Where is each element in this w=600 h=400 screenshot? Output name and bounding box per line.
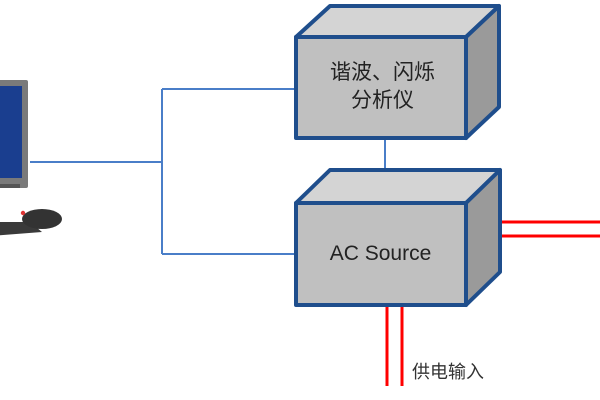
communication-lines: [30, 88, 386, 255]
analyzer-label-line1: 谐波、闪烁: [330, 60, 435, 84]
analyzer-label-line2: 分析仪: [351, 88, 414, 112]
mouse-button: [20, 210, 26, 216]
mouse-icon: [22, 209, 62, 229]
ac-source-label: AC Source: [329, 242, 432, 265]
analyzer-box[interactable]: [294, 4, 501, 140]
ac-source-box[interactable]: [294, 168, 502, 307]
desktop-computer-icon: [0, 80, 62, 236]
power-input-label: 供电输入: [412, 362, 484, 383]
source-front-face: [294, 201, 468, 307]
monitor-stand: [0, 184, 20, 188]
analyzer-front-face: [294, 35, 468, 140]
power-lines: [385, 220, 600, 386]
analyzer-label: 谐波、闪烁 分析仪: [300, 58, 465, 114]
monitor-screen: [0, 86, 22, 178]
